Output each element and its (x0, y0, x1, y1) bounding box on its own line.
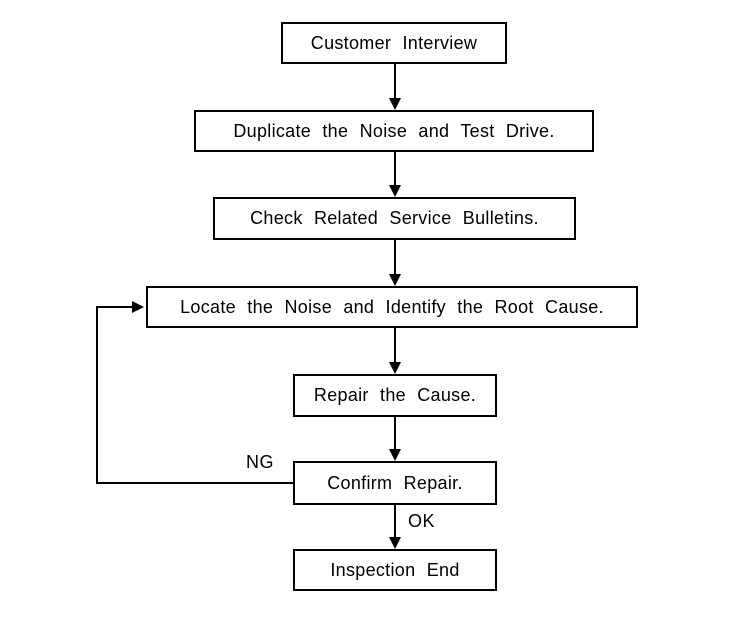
flow-node-check-service-bulletins: Check Related Service Bulletins. (213, 197, 576, 240)
edge-label-ng: NG (246, 452, 274, 472)
flow-node-inspection-end: Inspection End (293, 549, 497, 591)
edge-label-ok: OK (408, 511, 436, 531)
flow-node-customer-interview: Customer Interview (281, 22, 507, 64)
flow-node-confirm-repair: Confirm Repair. (293, 461, 497, 505)
flow-node-locate-noise-root-cause: Locate the Noise and Identify the Root C… (146, 286, 638, 328)
flow-node-repair-cause: Repair the Cause. (293, 374, 497, 417)
flow-node-duplicate-noise-test-drive: Duplicate the Noise and Test Drive. (194, 110, 594, 152)
